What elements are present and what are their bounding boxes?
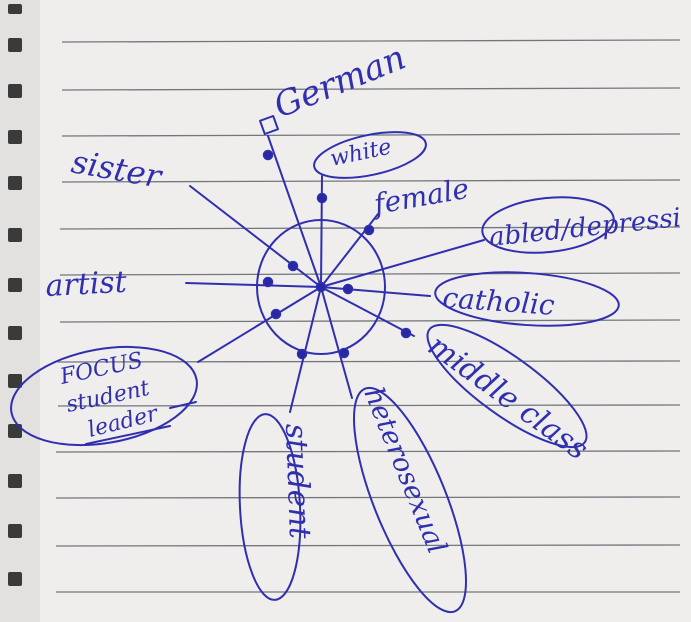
spoke-focus — [197, 286, 322, 363]
binding-hole — [8, 326, 22, 340]
spoke-sister — [189, 185, 322, 288]
spoke-dots — [262, 149, 412, 360]
ruled-line — [55, 450, 681, 453]
ruled-line — [59, 319, 681, 323]
ruled-line — [61, 179, 681, 183]
dot-focus — [270, 308, 282, 320]
dot-middle-class — [400, 327, 412, 339]
oval-middle-class — [426, 323, 588, 449]
binding-hole — [8, 278, 22, 292]
spoke-artist — [185, 282, 322, 288]
spoke-middle-class — [320, 286, 415, 337]
binding-hole — [8, 524, 22, 538]
binding-hole — [8, 4, 22, 14]
leader-underline-tick — [169, 401, 197, 409]
binding-hole — [8, 38, 22, 52]
oval-white — [313, 131, 427, 179]
oval-focus — [10, 345, 198, 447]
dot-female — [363, 224, 375, 236]
ruled-line — [61, 87, 681, 91]
leader-underline — [85, 425, 171, 445]
dot-heterosexual — [338, 347, 350, 359]
spoke-catholic — [320, 286, 431, 297]
spoke-white — [320, 175, 323, 288]
dot-german — [262, 149, 274, 161]
oval-abled — [481, 196, 615, 254]
paper-margin-shadow — [0, 0, 40, 622]
ruled-line — [57, 360, 681, 363]
binding-hole — [8, 474, 22, 488]
ruled-line — [57, 404, 681, 407]
dot-catholic — [342, 283, 354, 295]
binding-hole — [8, 374, 22, 388]
center-dot — [315, 281, 327, 293]
binding-hole — [8, 130, 22, 144]
label-artist: artist — [45, 265, 129, 304]
spoke-german — [267, 135, 322, 288]
ruled-line — [55, 496, 681, 499]
binding-hole — [8, 84, 22, 98]
dot-student — [296, 348, 308, 360]
oval-heterosexual — [353, 386, 467, 614]
dot-white — [316, 192, 328, 204]
oval-student — [238, 413, 302, 601]
binding-hole — [8, 176, 22, 190]
dot-sister — [287, 260, 299, 272]
german-scribble — [259, 115, 279, 135]
oval-catholic — [434, 271, 620, 327]
spoke-abled — [320, 239, 485, 288]
spoke-student — [289, 286, 322, 413]
binding-hole — [8, 572, 22, 586]
binding-holes — [8, 4, 22, 586]
ruled-line — [55, 544, 681, 547]
binding-hole — [8, 424, 22, 438]
dot-artist — [262, 276, 274, 288]
label-student: student — [278, 423, 317, 540]
label-catholic: catholic — [442, 281, 556, 322]
label-ovals — [10, 131, 620, 614]
ruled-line — [59, 272, 681, 276]
ruled-line — [61, 39, 681, 43]
spoke-heterosexual — [320, 286, 353, 399]
binding-hole — [8, 228, 22, 242]
